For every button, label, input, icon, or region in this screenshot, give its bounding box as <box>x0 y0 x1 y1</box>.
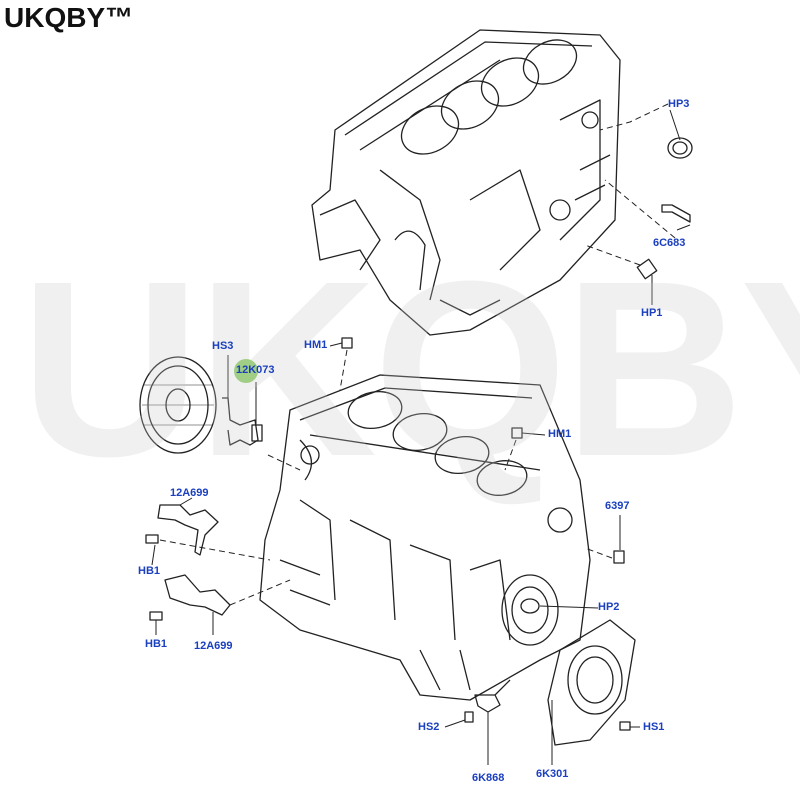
bracket-12a699-top <box>157 504 219 556</box>
label-6c683: 6C683 <box>653 237 686 249</box>
label-hs2: HS2 <box>418 721 440 733</box>
plug-hp3 <box>667 137 693 159</box>
label-hs3: HS3 <box>212 340 234 352</box>
label-hp1: HP1 <box>641 307 663 319</box>
plug-6397 <box>613 550 625 564</box>
label-hs1: HS1 <box>643 721 665 733</box>
brand-logo: UKQBY™ <box>4 2 134 33</box>
sensor-6k868 <box>474 679 511 713</box>
upper-engine-block <box>311 29 621 336</box>
label-12a699-top: 12A699 <box>170 487 209 499</box>
label-hb1-top: HB1 <box>138 565 161 577</box>
dowel-hm1-top <box>341 337 353 349</box>
label-hb1-bottom: HB1 <box>145 638 168 650</box>
label-6k301: 6K301 <box>536 768 569 780</box>
bolt-hs1 <box>619 721 631 731</box>
plug-hp2 <box>520 598 540 614</box>
label-12k073: 12K073 <box>236 364 275 376</box>
crank-pulley <box>139 356 217 454</box>
sensor-12k073 <box>222 397 263 446</box>
seal-6k301 <box>547 619 636 746</box>
bracket-12a699-bottom <box>164 574 231 616</box>
bolt-hb1-bottom <box>149 611 163 621</box>
label-6k868: 6K868 <box>472 772 505 784</box>
highlight-marker <box>234 359 258 383</box>
label-hp2: HP2 <box>598 601 620 613</box>
lower-engine-block <box>259 374 591 701</box>
label-hp3: HP3 <box>668 98 690 110</box>
label-6397: 6397 <box>605 500 630 512</box>
label-hm1-top: HM1 <box>304 339 328 351</box>
plug-hp1 <box>636 258 658 280</box>
bolt-hb1-top <box>145 534 159 544</box>
label-12a699-bottom: 12A699 <box>194 640 233 652</box>
sensor-6c683 <box>661 204 691 223</box>
bolt-hs2 <box>464 711 474 723</box>
dowel-hm1-right <box>511 427 523 439</box>
label-hm1-right: HM1 <box>548 428 572 440</box>
